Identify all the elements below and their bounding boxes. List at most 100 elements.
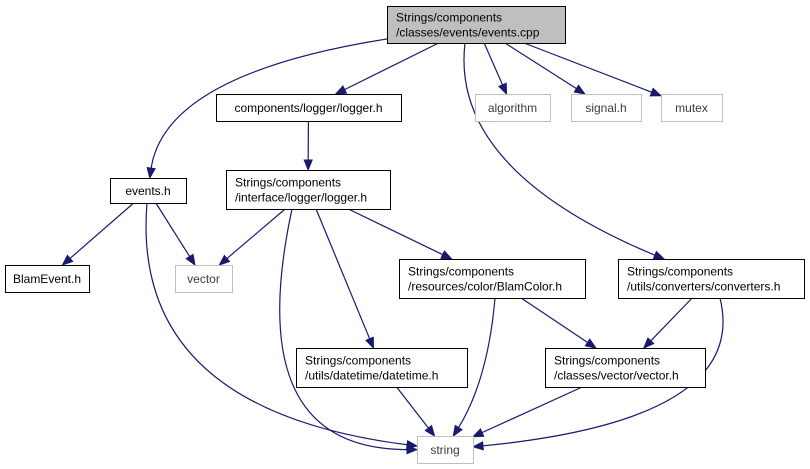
node-box [417,436,474,464]
edge-line [483,42,504,87]
node-label-line: events.h [125,184,170,198]
edge-events-cpp-to-converters-h [463,42,666,260]
edge-line [225,208,286,260]
edge-vector-h-to-string [471,386,583,438]
node-label-line: /resources/color/BlamColor.h [408,280,562,294]
edge-converters-h-to-vector-h [642,297,693,349]
node-box [216,94,402,122]
edge-arrowhead [406,444,419,455]
edge-line [480,386,583,434]
node-label-line: mutex [675,101,708,115]
edge-arrowhead [440,250,453,260]
edge-events-h-to-vector [155,202,196,267]
node-label-line: string [430,443,459,457]
node-label-line: Strings/components [235,176,341,190]
edge-arrowhead [642,337,655,349]
node-signal-h[interactable]: signal.h [571,94,642,122]
node-label-line: Strings/components [396,11,502,25]
edge-line [315,208,371,340]
edge-line [481,297,724,447]
node-box [175,265,233,293]
node-label-line: /classes/vector/vector.h [554,369,679,383]
edge-events-cpp-to-signal-h [504,42,586,95]
node-box [545,348,706,388]
node-label-line: /classes/events/events.cpp [396,26,540,40]
node-mutex[interactable]: mutex [661,94,723,122]
edge-arrowhead [471,441,484,451]
edge-iface-logger-h-to-datetime-h [315,208,374,350]
node-blamcolor-h[interactable]: Strings/components/resources/color/BlamC… [399,259,586,299]
node-string[interactable]: string [417,436,474,464]
node-label-line: BlamEvent.h [13,272,81,286]
edge-arrowhead [334,85,348,95]
edge-line [649,297,693,342]
edge-arrowhead [303,159,313,172]
edge-events-h-to-string [145,202,419,450]
edge-arrowhead [471,428,485,438]
edge-events-cpp-to-mutex [523,42,663,97]
edge-datetime-h-to-string [396,386,436,438]
nodes-layer: Strings/components/classes/events/events… [5,6,805,464]
edge-iface-logger-h-to-string [279,208,419,455]
edge-iface-logger-h-to-blamcolor-h [348,208,453,260]
edge-arrowhead [365,336,374,350]
node-label-line: /interface/logger/logger.h [235,191,367,205]
node-label-line: components/logger/logger.h [234,101,382,115]
node-label-line: vector [187,272,220,286]
edge-converters-h-to-string [471,297,724,451]
edge-arrowhead [452,424,463,438]
edge-line [396,386,430,430]
edge-line [457,297,496,429]
edge-line [463,42,657,257]
node-label-line: Strings/components [408,265,514,279]
edge-events-cpp-to-logger-h [334,42,439,95]
node-vector[interactable]: vector [175,265,233,293]
edge-arrowhead [146,166,156,180]
node-label-line: /utils/converters/converters.h [627,280,780,294]
node-box [661,94,723,122]
edge-blamcolor-h-to-string [452,297,496,438]
edge-arrowhead [573,84,586,95]
node-label-line: Strings/components [627,265,733,279]
node-events-cpp[interactable]: Strings/components/classes/events/events… [387,6,566,44]
edge-events-h-to-blamevent-h [61,202,135,266]
edge-line [343,42,439,91]
edge-iface-logger-h-to-vector [218,208,286,266]
node-converters-h[interactable]: Strings/components/utils/converters/conv… [618,259,805,299]
node-events-h[interactable]: events.h [110,178,187,204]
node-box [110,178,187,204]
edge-line [504,42,578,90]
node-box [571,94,642,122]
edge-arrowhead [61,254,74,266]
node-box [226,170,391,210]
edge-line [523,42,653,94]
edge-events-cpp-to-algorithm [483,42,508,96]
node-box [387,6,566,44]
node-label-line: Strings/components [305,354,411,368]
node-blamevent-h[interactable]: BlamEvent.h [5,265,90,293]
node-box [475,94,551,122]
node-iface-logger-h[interactable]: Strings/components/interface/logger/logg… [226,170,391,210]
edge-line [68,202,135,260]
node-box [296,348,468,388]
node-datetime-h[interactable]: Strings/components/utils/datetime/dateti… [296,348,468,388]
edge-arrowhead [218,254,231,266]
edge-arrowhead [584,338,597,349]
edge-line [348,208,444,256]
node-box [399,259,586,299]
node-box [618,259,805,299]
edge-line [279,208,409,451]
node-box [5,265,90,293]
edge-logger-h-to-iface-logger-h [303,120,313,172]
node-label-line: Strings/components [554,354,660,368]
edge-events-cpp-to-events-h [146,35,408,180]
edge-arrowhead [497,82,508,96]
edges-layer [61,35,724,455]
node-algorithm[interactable]: algorithm [475,94,551,122]
node-logger-h[interactable]: components/logger/logger.h [216,94,402,122]
edge-arrowhead [652,250,666,260]
edge-arrowhead [649,87,663,97]
node-vector-h[interactable]: Strings/components/classes/vector/vector… [545,348,706,388]
edge-arrowhead [424,424,436,438]
